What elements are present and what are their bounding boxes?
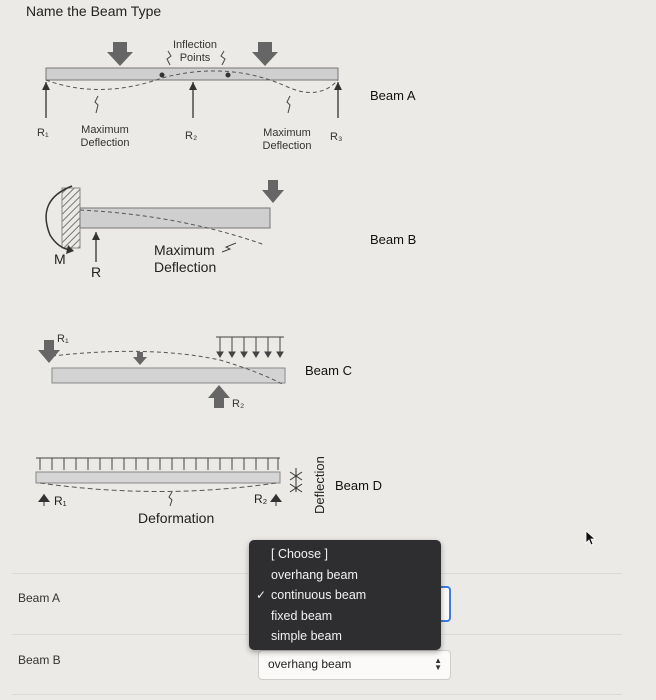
inflection-points-label: Inflection Points — [172, 39, 218, 64]
beam-c-name: Beam C — [305, 363, 352, 378]
beam-c-r2-label: R₂ — [232, 398, 245, 410]
beam-a-max-deflection-2: Maximum Deflection — [262, 127, 312, 152]
beam-b-drawing — [45, 180, 284, 262]
beam-d-deformation-label: Deformation — [138, 510, 215, 526]
beam-a-max-deflection-1: Maximum Deflection — [80, 124, 130, 149]
beam-b-m-label: M — [54, 251, 66, 267]
beam-a-dropdown-menu: [ Choose ] overhang beam ✓ continuous be… — [249, 540, 441, 650]
beam-c-r1-label: R₁ — [57, 333, 69, 345]
checkmark-icon: ✓ — [256, 588, 267, 602]
beam-b-r-label: R — [91, 264, 102, 280]
dropdown-option-continuous[interactable]: ✓ continuous beam — [249, 585, 441, 605]
beam-c-drawing — [38, 336, 286, 408]
beam-a-r3-label: R₃ — [330, 131, 343, 143]
dropdown-option-simple[interactable]: simple beam — [271, 629, 342, 643]
dropdown-option-continuous-label: continuous beam — [271, 588, 367, 602]
beam-d-drawing — [35, 457, 303, 507]
row-divider — [12, 694, 622, 695]
question-title: Name the Beam Type — [26, 3, 162, 19]
select-arrows-icon: ▲▼ — [434, 656, 442, 672]
beam-b-select[interactable]: overhang beam ▲▼ — [258, 650, 451, 680]
beam-d-name: Beam D — [335, 478, 382, 493]
dropdown-option-overhang[interactable]: overhang beam — [271, 568, 358, 582]
beam-a-r2-label: R₂ — [185, 130, 198, 142]
beam-a-drawing — [42, 42, 342, 118]
beam-a-r1-label: R₁ — [37, 127, 49, 139]
beam-b-max-deflection: Maximum Deflection — [154, 242, 217, 275]
dropdown-option-fixed[interactable]: fixed beam — [271, 609, 333, 623]
beam-a-name: Beam A — [370, 88, 416, 103]
beam-d-r1-label: R₁ — [54, 494, 67, 508]
dropdown-option-choose[interactable]: [ Choose ] — [271, 547, 328, 561]
deflection-axis-label: Deflection — [312, 456, 327, 514]
answer-label-beam-a: Beam A — [18, 591, 61, 605]
beam-b-select-value: overhang beam — [268, 657, 352, 671]
answer-label-beam-b: Beam B — [18, 653, 61, 667]
beam-d-r2-label: R₂ — [254, 492, 268, 506]
mouse-cursor-icon — [585, 530, 597, 546]
beam-b-name: Beam B — [370, 232, 417, 247]
